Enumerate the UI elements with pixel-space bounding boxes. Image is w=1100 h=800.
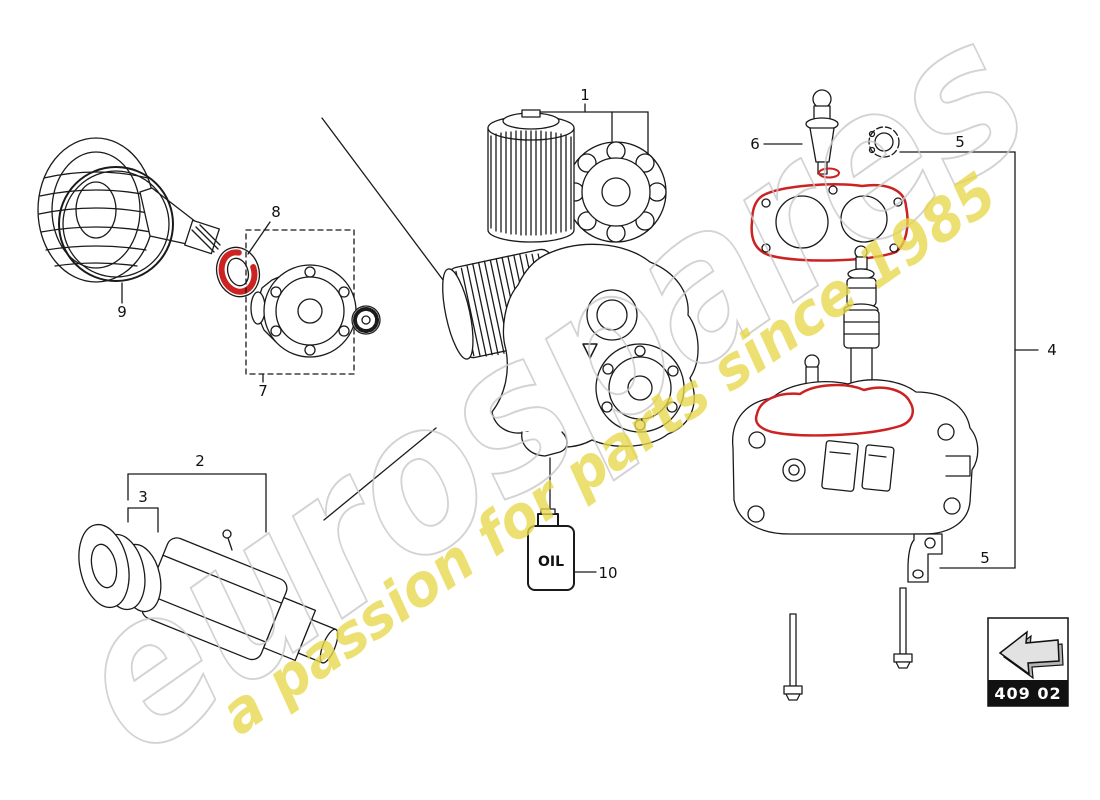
bolt-short bbox=[893, 587, 913, 669]
differential-part bbox=[245, 229, 381, 383]
callout-3: 3 bbox=[138, 488, 148, 506]
callout-numbers: 1 2 3 4 5 5 6 7 8 9 10 OIL bbox=[117, 86, 1057, 582]
leader-8 bbox=[247, 221, 271, 255]
part-code-text: 409 02 bbox=[994, 684, 1061, 703]
bolt-long bbox=[783, 613, 803, 701]
oil-filter-part bbox=[487, 103, 667, 243]
callout-lines-right bbox=[899, 151, 1039, 569]
clutch-drum-part bbox=[37, 137, 221, 304]
callout-9: 9 bbox=[117, 303, 127, 321]
callout-5-top: 5 bbox=[955, 133, 965, 151]
callout-6: 6 bbox=[750, 135, 760, 153]
callout-5-bottom: 5 bbox=[980, 549, 990, 567]
funnel-symbol-icon bbox=[582, 343, 598, 359]
mounting-bracket-part bbox=[907, 533, 943, 583]
callout-8: 8 bbox=[271, 203, 281, 221]
leader-housing-bottom bbox=[323, 427, 437, 521]
part-code-box: 409 02 bbox=[987, 617, 1069, 707]
leader-housing-top bbox=[321, 117, 456, 297]
callout-7: 7 bbox=[258, 382, 268, 400]
callout-4: 4 bbox=[1047, 341, 1057, 359]
main-housing bbox=[321, 117, 699, 521]
oil-pump-motor-part bbox=[78, 473, 339, 664]
callout-1: 1 bbox=[580, 86, 590, 104]
oil-bottle bbox=[527, 457, 597, 591]
filter-housing-part bbox=[732, 379, 979, 535]
part-code-bar bbox=[988, 680, 1068, 706]
cover-gasket-part bbox=[750, 167, 909, 262]
seal-ring-part bbox=[215, 221, 271, 298]
back-arrow-icon bbox=[998, 630, 1060, 676]
callout-2: 2 bbox=[195, 452, 205, 470]
valve-plunger-part bbox=[763, 89, 839, 175]
diagram-line-art bbox=[37, 89, 1039, 701]
retaining-clip-part bbox=[868, 126, 900, 158]
oil-bottle-label: OIL bbox=[538, 554, 564, 570]
callout-10: 10 bbox=[598, 564, 617, 582]
